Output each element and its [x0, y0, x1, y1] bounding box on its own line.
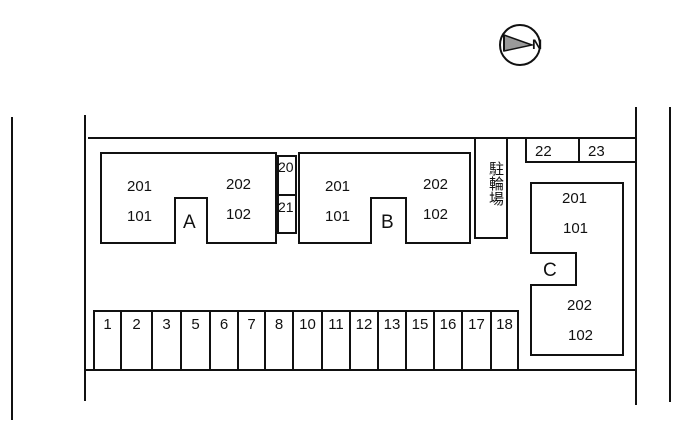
parking-slot-label: 15	[411, 316, 429, 333]
site-boundary-right	[635, 107, 637, 405]
parking-slot-10: 10	[292, 310, 323, 371]
parking-slot-22: 22	[525, 137, 580, 163]
road-line-left-outer	[11, 117, 13, 420]
parking-slot-label: 5	[191, 316, 200, 333]
parking-slot-label: 8	[274, 316, 284, 333]
parking-slot-label: 17	[468, 316, 485, 333]
parking-slot-16: 16	[433, 310, 463, 371]
parking-slot-label: 1	[103, 316, 112, 333]
parking-slot-8: 8	[264, 310, 294, 371]
parking-slot-5: 5	[180, 310, 211, 371]
unit-label: 101	[563, 220, 589, 237]
building-letter: A	[183, 212, 196, 233]
unit-label: 201	[325, 178, 351, 195]
parking-slot-label: 2	[132, 316, 141, 333]
parking-slot-15: 15	[405, 310, 435, 371]
parking-slot-12: 12	[349, 310, 379, 371]
parking-slot-13: 13	[377, 310, 407, 371]
parking-slot-21: 21	[277, 194, 297, 234]
parking-slot-11: 11	[321, 310, 351, 371]
parking-slot-6: 6	[209, 310, 239, 371]
building-a-outline	[100, 152, 277, 244]
unit-label: 102	[568, 327, 594, 344]
parking-slot-label: 18	[496, 316, 513, 333]
parking-slot-1: 1	[93, 310, 122, 371]
parking-slot-label: 3	[162, 316, 171, 333]
parking-slot-3: 3	[151, 310, 182, 371]
unit-label: 202	[226, 176, 252, 193]
parking-slot-20: 20	[277, 155, 297, 196]
north-letter: N	[532, 36, 543, 52]
parking-slot-17: 17	[461, 310, 492, 371]
parking-slot-18: 18	[490, 310, 519, 371]
parking-slot-23: 23	[578, 137, 637, 163]
unit-label: 102	[423, 206, 449, 223]
building-letter: B	[381, 212, 394, 233]
north-arrow-icon: N	[498, 23, 542, 67]
unit-label: 202	[423, 176, 449, 193]
unit-label: 101	[127, 208, 153, 225]
unit-label: 201	[562, 190, 588, 207]
building-b-outline	[298, 152, 471, 244]
site-boundary-left	[84, 115, 86, 401]
unit-label: 101	[325, 208, 351, 225]
parking-slot-label: 6	[219, 316, 229, 333]
bicycle-parking: 駐輪場	[474, 137, 508, 239]
road-line-right-outer	[669, 107, 671, 402]
parking-slot-label: 11	[328, 316, 344, 333]
unit-label: 202	[567, 297, 593, 314]
parking-slot-label: 12	[355, 316, 373, 333]
unit-label: 102	[226, 206, 252, 223]
parking-slot-label: 10	[299, 316, 316, 333]
site-boundary-top	[88, 137, 637, 139]
parking-slot-label: 16	[439, 316, 457, 333]
parking-slot-label: 7	[247, 316, 256, 333]
parking-slot-2: 2	[120, 310, 153, 371]
building-letter: C	[543, 260, 557, 281]
parking-slot-label: 13	[383, 316, 401, 333]
building-c-outline	[530, 182, 624, 356]
parking-slot-7: 7	[237, 310, 266, 371]
unit-label: 201	[127, 178, 153, 195]
